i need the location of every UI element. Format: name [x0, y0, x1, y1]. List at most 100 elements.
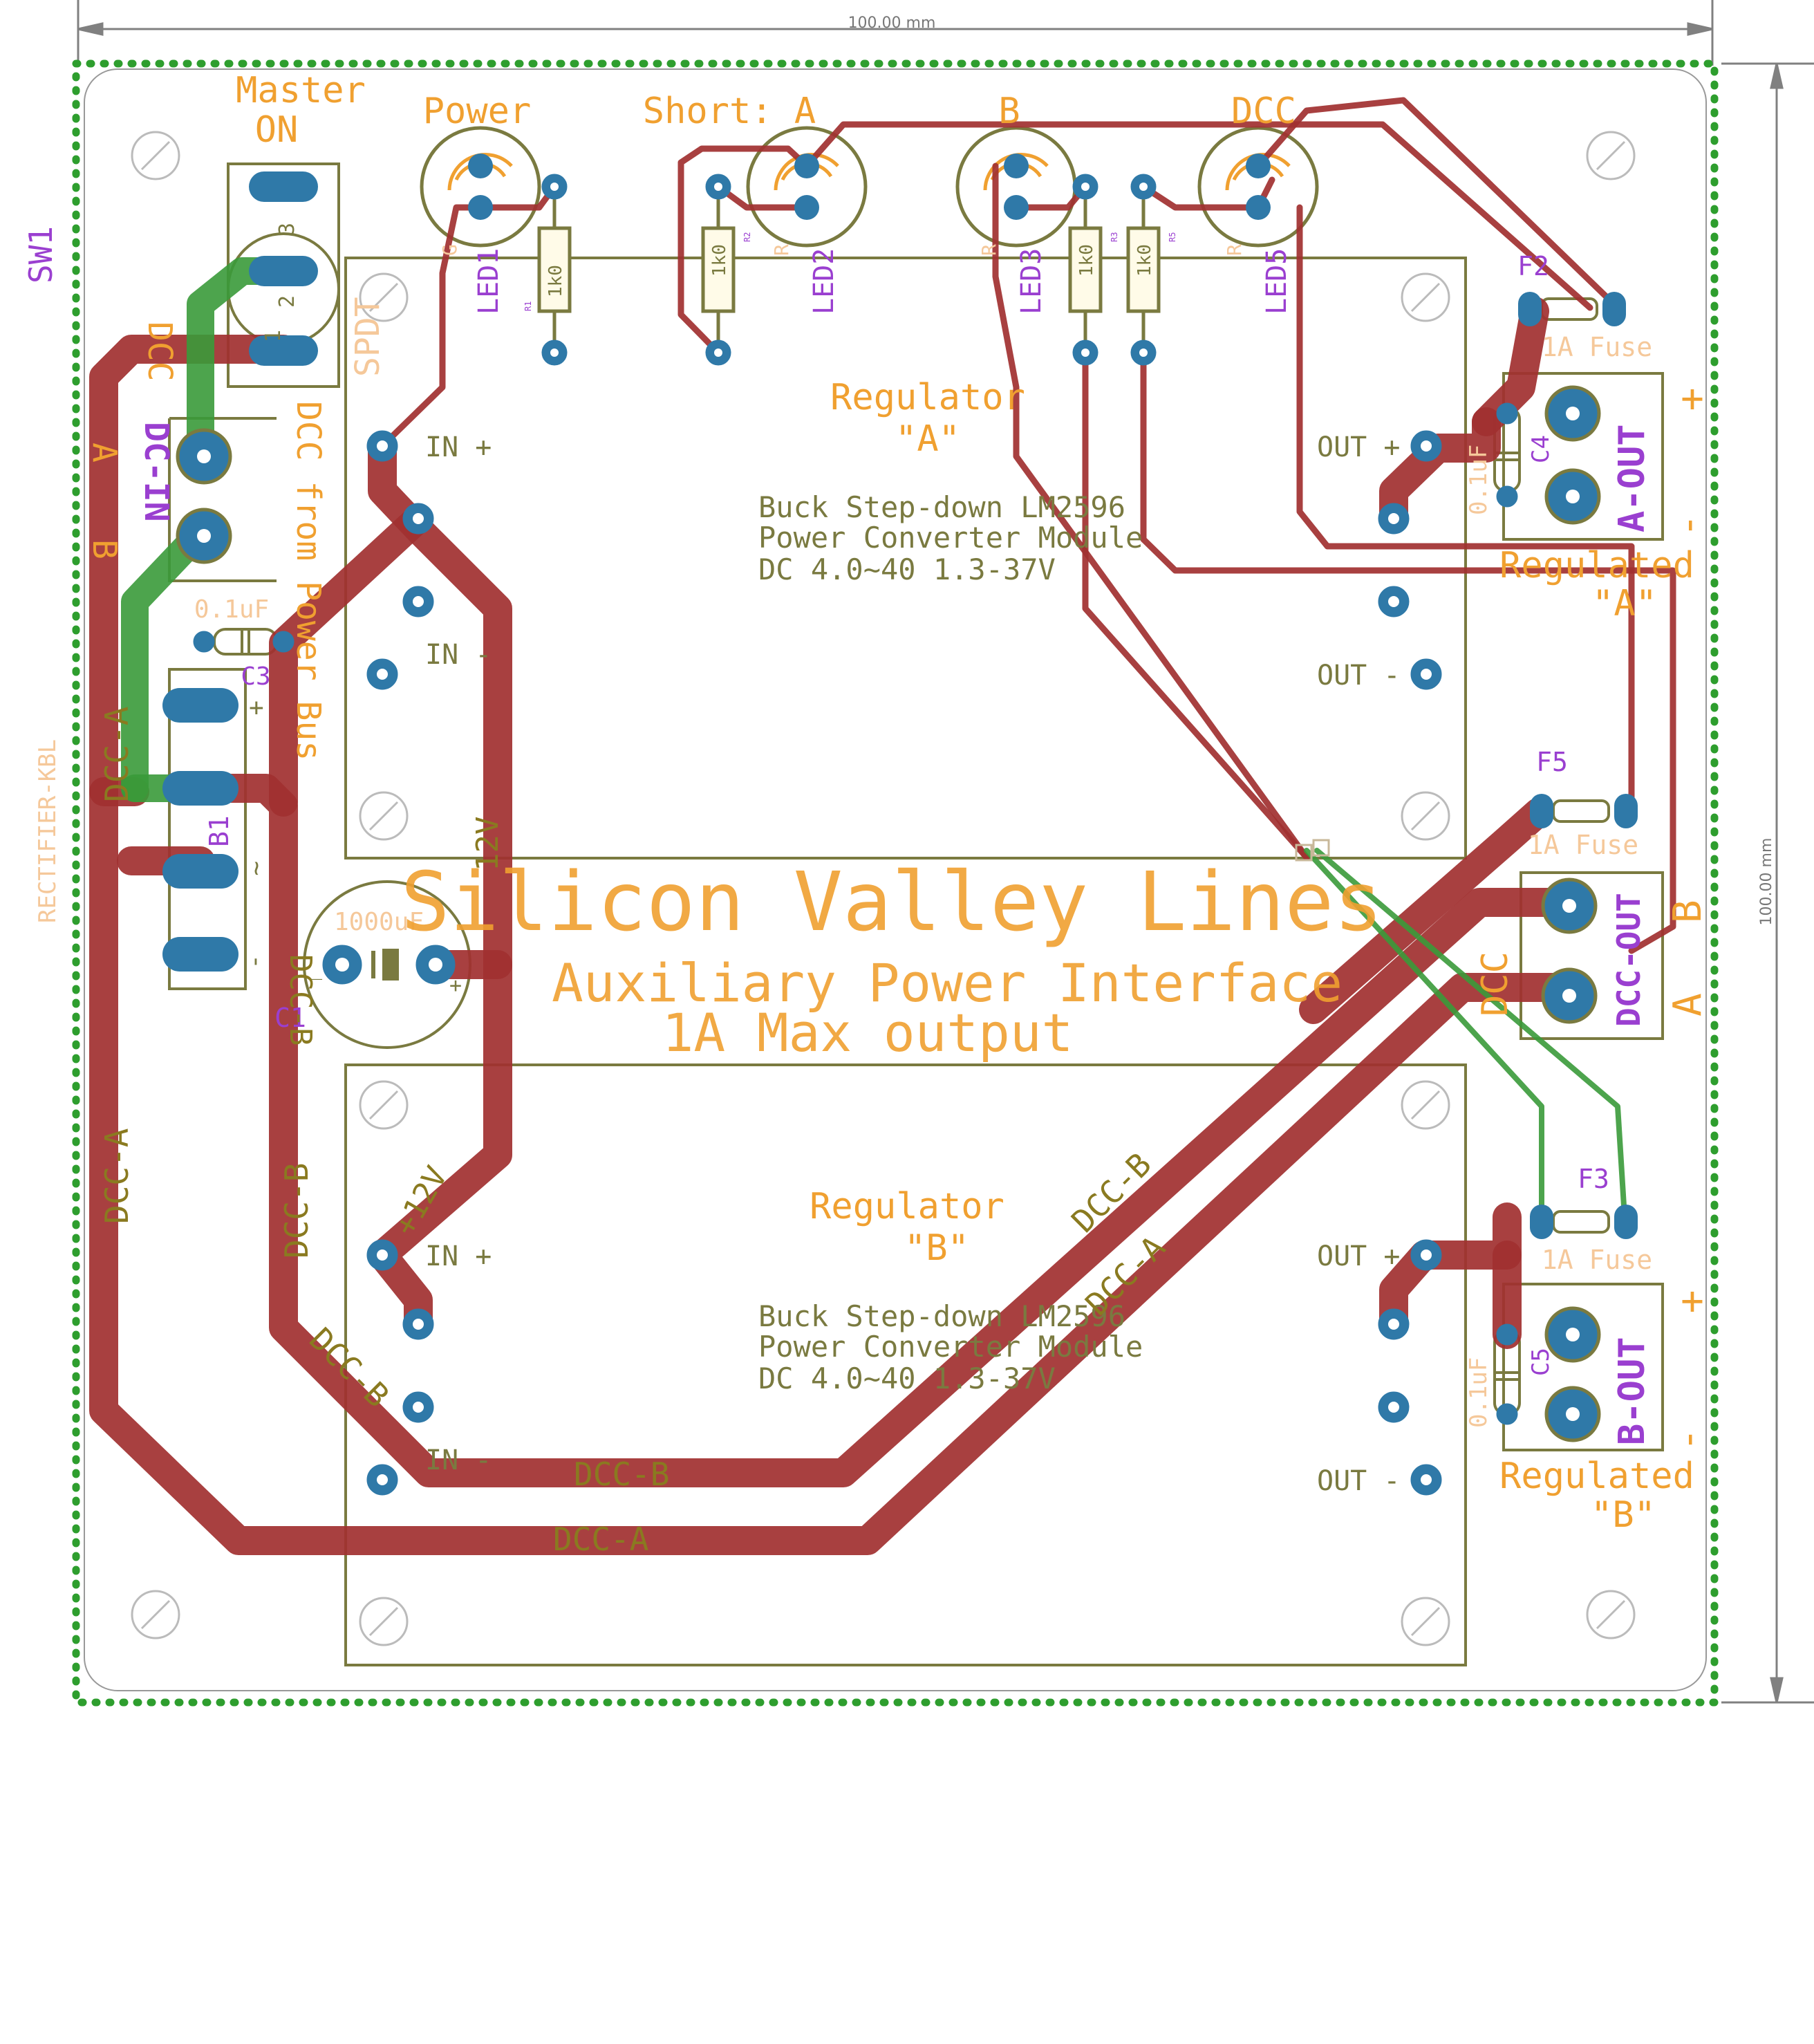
regulator-a-name: "A"	[895, 418, 960, 460]
regulator-a-out-plus: OUT +	[1317, 431, 1400, 463]
c3-designator: C3	[241, 662, 270, 691]
led-dcc-label: DCC	[1231, 91, 1296, 132]
board-edge	[84, 68, 1707, 1691]
a-out-label-line2: "A"	[1592, 583, 1657, 624]
regulator-b-out-plus: OUT +	[1317, 1241, 1400, 1272]
led1-designator: LED1	[473, 248, 505, 315]
a-out-outline	[1502, 372, 1664, 541]
b-out-minus: -	[1670, 1428, 1715, 1451]
led-b-label: B	[998, 91, 1020, 132]
led-flat-glyphs	[447, 153, 1291, 191]
dc-in-designator: DC-IN	[137, 422, 176, 522]
net-label-dcc-b-left: DCC-B	[278, 1163, 315, 1258]
b-out-label-line2: "B"	[1591, 1494, 1656, 1536]
r2-designator: R2	[742, 232, 752, 242]
pad-centers	[335, 183, 1432, 1485]
title-line1: Silicon Valley Lines	[401, 854, 1383, 949]
net-label-dcc-b-bottom: DCC-B	[574, 1456, 669, 1493]
led3-color: R	[978, 244, 1000, 256]
rectifier-outline	[168, 668, 247, 990]
led5-designator: LED5	[1261, 248, 1293, 315]
rectifier-pads	[162, 688, 239, 972]
c1-plus: +	[449, 974, 462, 998]
c4-value: 0.1uF	[1465, 445, 1493, 515]
led5-color: R	[1223, 244, 1246, 256]
rectifier-designator: B1	[204, 815, 234, 847]
r3-value: 1k0	[1076, 244, 1097, 277]
switch-pin1: 1	[261, 330, 286, 342]
c1-value: 1000uF	[334, 908, 424, 936]
width-dimension-label: 100.00 mm	[848, 15, 936, 32]
led1-color: G	[438, 244, 461, 256]
regulator-a-out-minus: OUT -	[1317, 660, 1400, 691]
regulator-b-desc1: Buck Step-down LM2596	[758, 1299, 1125, 1333]
led-power-label: Power	[423, 91, 532, 132]
led-pads	[468, 154, 1271, 220]
c5-designator: C5	[1527, 1348, 1555, 1376]
switch-knob-outline	[227, 232, 340, 346]
regulator-b-desc2: Power Converter Module	[758, 1330, 1143, 1364]
c5-value: 0.1uF	[1465, 1357, 1493, 1428]
r1-designator: R1	[523, 301, 533, 311]
dcc-out-a: A	[1665, 993, 1710, 1016]
c1-minus: _	[310, 956, 323, 981]
r5-value: 1k0	[1134, 244, 1155, 277]
b-out-outline	[1502, 1283, 1664, 1451]
c3-value: 0.1uF	[194, 595, 269, 624]
terminal-pad-holes	[197, 407, 1580, 1421]
regulator-b-name: "B"	[904, 1227, 969, 1269]
r5-designator: R5	[1168, 232, 1177, 242]
switch-label-line2: ON	[255, 109, 299, 151]
f3-designator: F3	[1578, 1164, 1609, 1194]
resistor-bodies	[537, 226, 1161, 313]
regulator-a-title: Regulator	[830, 377, 1025, 418]
net-label-12v-upper: 12V	[470, 817, 505, 871]
dcc-out-b: B	[1665, 900, 1710, 923]
regulator-a-in-minus: IN -	[425, 639, 492, 671]
led2-color: R	[770, 244, 793, 256]
a-out-label-line1: Regulated	[1499, 545, 1694, 586]
height-dimension-label: 100.00 mm	[1758, 838, 1775, 926]
f2-value: 1A Fuse	[1542, 332, 1652, 362]
rectifier-pin-minus: -	[243, 954, 271, 969]
f2-designator: F2	[1517, 251, 1549, 281]
rectifier-package: RECTIFIER-KBL	[34, 739, 62, 923]
mounting-holes	[131, 131, 1636, 1639]
dcc-out-designator: DCC-OUT	[1610, 893, 1647, 1027]
a-out-minus: -	[1670, 514, 1715, 537]
switch-pads	[249, 171, 318, 366]
fuse-pads	[1518, 292, 1638, 1239]
net-label-dcc-a-lower: DCC-A	[98, 1128, 135, 1224]
r2-value: 1k0	[709, 244, 730, 277]
r1-value: 1k0	[545, 265, 566, 297]
title-line2: Auxiliary Power Interface	[552, 952, 1343, 1014]
c1-body	[371, 949, 399, 981]
regulator-b-title: Regulator	[810, 1186, 1004, 1227]
switch-type: SPDT	[348, 297, 387, 377]
dc-in-net-b: B	[85, 539, 124, 559]
terminal-pads	[176, 385, 1601, 1442]
b-out-plus: +	[1681, 1279, 1704, 1323]
dc-in-net-a: A	[85, 443, 124, 463]
a-out-plus: +	[1681, 376, 1704, 421]
dc-in-net-dcc: DCC	[140, 322, 179, 382]
switch-pin2: 2	[275, 295, 299, 308]
f5-designator: F5	[1536, 747, 1568, 777]
led3-designator: LED3	[1016, 248, 1047, 315]
regulator-b-outline	[344, 1063, 1467, 1666]
net-label-dcc-a-bottom: DCC-A	[553, 1521, 648, 1558]
regulator-a-desc2: Power Converter Module	[758, 521, 1143, 555]
dimension-width	[77, 0, 1714, 66]
b-out-label-line1: Regulated	[1499, 1456, 1694, 1497]
regulator-a-in-plus: IN +	[425, 431, 492, 463]
regulator-mount-holes	[359, 272, 1450, 1646]
top-copper-traces	[89, 97, 1676, 1555]
regulator-a-desc3: DC 4.0~40 1.3-37V	[758, 552, 1056, 586]
dcc-out-net: DCC	[1475, 951, 1516, 1016]
rectifier-pin-tilde: ~	[243, 861, 271, 876]
b-out-designator: B-OUT	[1611, 1337, 1653, 1445]
c4-designator: C4	[1527, 435, 1555, 463]
regulator-a-outline	[344, 257, 1467, 860]
title-line3: 1A Max output	[662, 1002, 1074, 1063]
